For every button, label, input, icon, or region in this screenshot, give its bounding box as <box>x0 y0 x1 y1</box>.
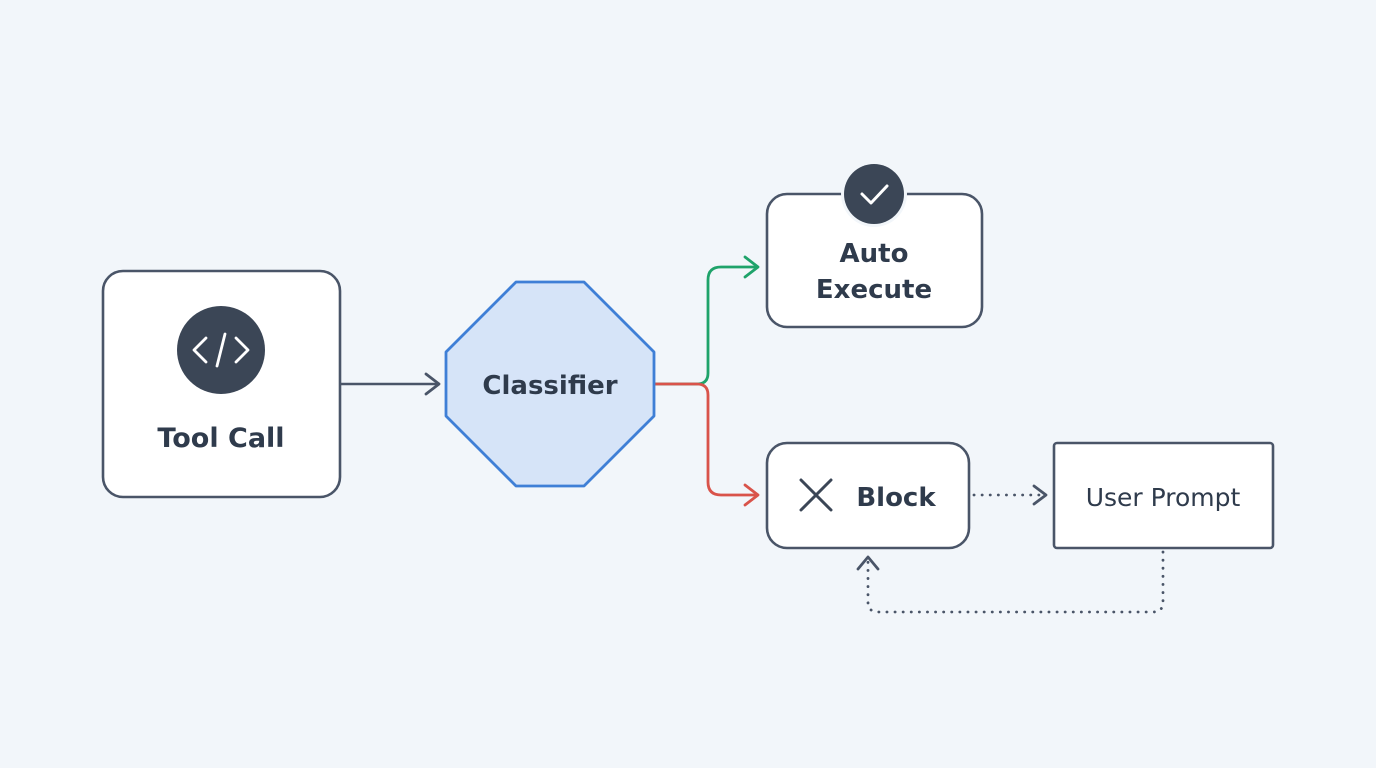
classifier-label: Classifier <box>482 371 617 401</box>
edge-block-to-user-prompt <box>972 484 1048 506</box>
code-icon <box>177 306 265 394</box>
node-block: Block <box>765 441 971 550</box>
auto-execute-label-line1: Auto <box>840 239 909 269</box>
edge-user-prompt-to-block <box>856 550 1165 614</box>
node-classifier: Classifier <box>444 280 656 488</box>
edge-classifier-to-block <box>653 382 760 507</box>
node-auto-execute: Auto Execute <box>765 161 984 329</box>
edge-classifier-to-auto-execute <box>653 255 760 386</box>
tool-call-label: Tool Call <box>157 423 284 454</box>
node-tool-call: Tool Call <box>101 269 342 499</box>
edge-toolcall-to-classifier <box>339 372 441 396</box>
auto-execute-label-line2: Execute <box>816 275 932 305</box>
close-icon <box>799 478 833 512</box>
node-user-prompt: User Prompt <box>1052 441 1275 550</box>
check-icon <box>841 161 907 227</box>
user-prompt-label: User Prompt <box>1086 483 1241 512</box>
block-label: Block <box>856 483 936 513</box>
